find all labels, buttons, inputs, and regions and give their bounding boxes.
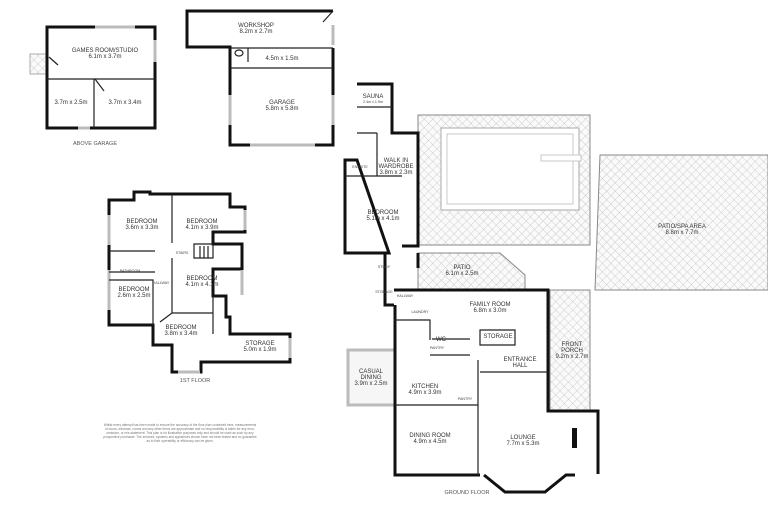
- front-porch: [549, 289, 591, 413]
- ff-bedroom4-size: 4.1m x 4.1m: [185, 282, 218, 288]
- entrance-hall-name2: HALL: [512, 363, 528, 369]
- patio-spa-name: PATIO/SPA AREA: [658, 224, 706, 230]
- wardrobe-size: 3.8m x 2.3m: [379, 170, 412, 176]
- ff-bedroom5-name: BEDROOM: [165, 325, 196, 331]
- porch-name2: PORCH: [561, 348, 583, 354]
- patio-spa-size: 8.8m x 7.7m: [665, 230, 698, 236]
- wardrobe-name1: WALK IN: [384, 158, 408, 164]
- ff-storage-size: 5.0m x 1.9m: [243, 347, 276, 353]
- casual-dining-name1: CASUAL: [359, 369, 384, 375]
- above-garage-walls: [45, 25, 157, 130]
- study-label: STUDY: [378, 265, 391, 269]
- ensuite-label: ENSUITE: [352, 165, 368, 169]
- first-floor-plan: BEDROOM 3.6m x 3.3m BEDROOM 4.1m x 3.9m …: [107, 190, 292, 384]
- gf-bedroom-size: 5.1m x 4.1m: [366, 216, 399, 222]
- ff-bedroom3-name: BEDROOM: [118, 287, 149, 293]
- room-b-size: 3.7m x 3.4m: [108, 100, 141, 106]
- gf-bedroom-name: BEDROOM: [367, 210, 398, 216]
- disclaimer-line: as to their operability or efficiency ca…: [146, 439, 213, 443]
- garage-size: 5.8m x 5.8m: [265, 106, 298, 112]
- disclaimer-line: of doors, windows, rooms and any other i…: [105, 427, 255, 431]
- ff-hallway-label: HALLWAY: [153, 281, 170, 285]
- garage-plan: WORKSHOP 8.2m x 2.7m 4.5m x 1.5m GARAGE …: [185, 9, 335, 147]
- ground-floor-plan: SAUNA 2.4m x 1.9m ENSUITE WALK IN WARDRO…: [343, 82, 768, 496]
- workshop-name: WORKSHOP: [238, 23, 274, 29]
- bedroom-wing-walls: [343, 82, 420, 255]
- disclaimer-line: prospective purchaser. The services, sys…: [103, 435, 257, 439]
- entrance-hall-name1: ENTRANCE: [503, 357, 536, 363]
- wc-label: WC: [436, 337, 447, 343]
- storage-small-label: STORAGE: [375, 290, 393, 294]
- ff-stairs-label: STAIRS: [176, 251, 189, 255]
- fireplace: [572, 428, 577, 448]
- garage-walls: [185, 9, 335, 147]
- garage-name: GARAGE: [269, 100, 295, 106]
- room-a-size: 3.7m x 2.5m: [54, 100, 87, 106]
- patio: [417, 252, 526, 291]
- patio-name: PATIO: [453, 265, 470, 271]
- patio-spa-area: [594, 154, 768, 291]
- gf-hallway-label: HALLWAY: [397, 294, 414, 298]
- dining-room-name: DINING ROOM: [409, 433, 450, 439]
- ff-bedroom2-size: 4.1m x 3.9m: [185, 225, 218, 231]
- disclaimer-line: Whilst every attempt has been made to en…: [104, 423, 257, 427]
- kitchen-size: 4.9m x 3.9m: [408, 390, 441, 396]
- games-room-size: 6.1m x 3.7m: [88, 54, 121, 60]
- pantry1-label: PANTRY: [430, 346, 445, 350]
- ff-bedroom5-size: 3.8m x 3.4m: [164, 331, 197, 337]
- kitchen-name: KITCHEN: [412, 384, 438, 390]
- lounge-size: 7.7m x 5.3m: [506, 441, 539, 447]
- ff-storage-name: STORAGE: [245, 341, 274, 347]
- porch-name1: FRONT: [562, 342, 583, 348]
- ff-bathroom-label: BATHROOM: [120, 269, 141, 273]
- disclaimer-line: omission, or mis-statement. This plan is…: [106, 431, 254, 435]
- lounge-name: LOUNGE: [510, 435, 535, 441]
- pantry2-label: PANTRY: [458, 397, 473, 401]
- disclaimer: Whilst every attempt has been made to en…: [103, 423, 257, 443]
- above-garage-plan: GAMES ROOM/STUDIO 6.1m x 3.7m 3.7m x 2.5…: [29, 25, 157, 147]
- ff-bedroom1-name: BEDROOM: [126, 219, 157, 225]
- balcony: [29, 53, 47, 75]
- laundry-label: LAUNDRY: [411, 310, 429, 314]
- games-room-name: GAMES ROOM/STUDIO: [72, 48, 139, 54]
- workshop-size: 8.2m x 2.7m: [239, 29, 272, 35]
- first-floor-caption: 1ST FLOOR: [180, 378, 210, 384]
- ff-bedroom2-name: BEDROOM: [186, 219, 217, 225]
- ground-floor-caption: GROUND FLOOR: [445, 490, 490, 496]
- casual-dining-size: 3.9m x 2.5m: [354, 381, 387, 387]
- family-room-size: 6.8m x 3.0m: [473, 308, 506, 314]
- above-garage-caption: ABOVE GARAGE: [73, 141, 117, 147]
- porch-size: 9.2m x 2.7m: [555, 354, 588, 360]
- first-floor-walls: [107, 190, 292, 374]
- wardrobe-name2: WARDROBE: [378, 164, 413, 170]
- casual-dining-name2: DINING: [361, 375, 382, 381]
- gf-storage-label: STORAGE: [483, 334, 512, 340]
- family-room-name: FAMILY ROOM: [469, 302, 510, 308]
- ff-bedroom4-name: BEDROOM: [186, 276, 217, 282]
- sauna-size: 2.4m x 1.9m: [363, 100, 383, 104]
- patio-size: 6.1m x 2.5m: [445, 271, 478, 277]
- utility-size: 4.5m x 1.5m: [265, 56, 298, 62]
- ff-bedroom1-size: 3.6m x 3.3m: [125, 225, 158, 231]
- sauna-name: SAUNA: [363, 94, 384, 100]
- ff-bedroom3-size: 2.6m x 2.5m: [117, 293, 150, 299]
- dining-room-size: 4.9m x 4.5m: [413, 439, 446, 445]
